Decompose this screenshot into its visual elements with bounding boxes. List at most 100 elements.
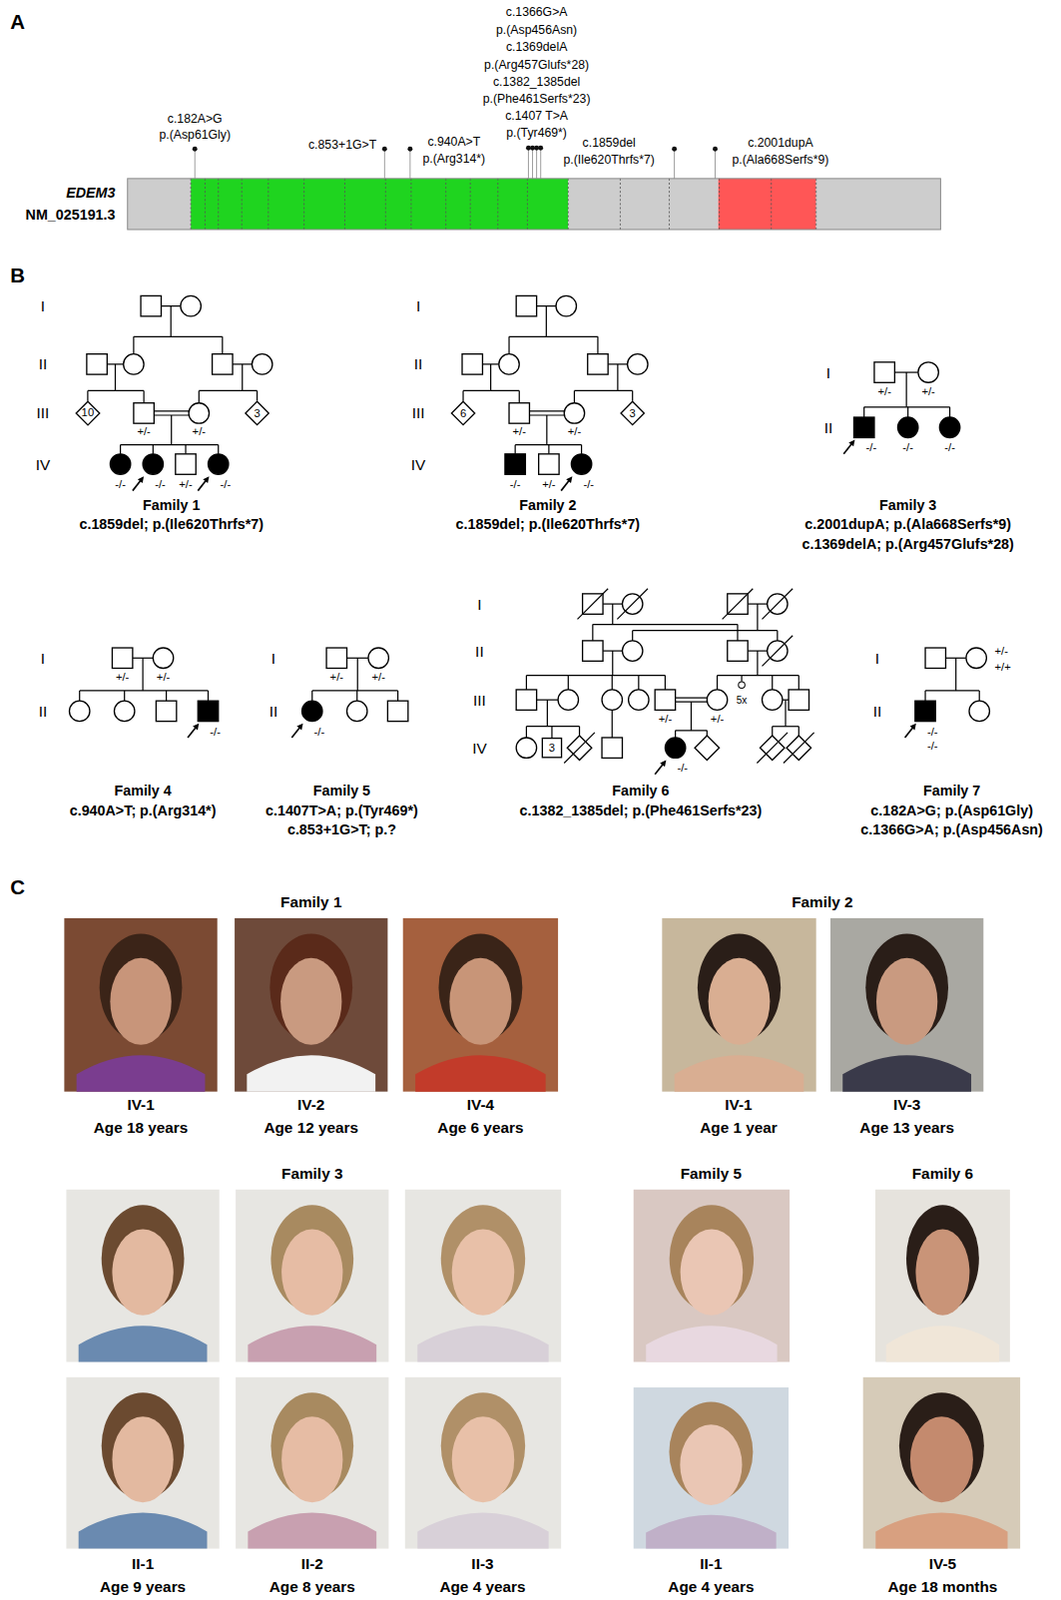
- pedigree-line: [756, 650, 758, 676]
- pedigree-line: [675, 697, 708, 699]
- photo-caption: Age 4 years: [439, 1578, 526, 1596]
- variant-dot: [671, 146, 677, 152]
- photo-placeholder: [405, 1189, 561, 1363]
- photo-background: [63, 918, 217, 1092]
- pedigree-line: [198, 390, 257, 392]
- transcript-id: NM_025191.3: [25, 205, 116, 222]
- proband-arrowhead: [565, 476, 572, 484]
- photo-face: [876, 958, 938, 1046]
- pedigree-line: [771, 726, 773, 736]
- genotype: +/-: [567, 425, 581, 439]
- pedigree-male: [874, 362, 895, 383]
- variant-label: p.(Asp456Asn): [496, 23, 577, 38]
- variant-label: p.(Phe461Serfs*23): [483, 92, 591, 107]
- proband-arrowhead: [910, 723, 917, 731]
- count-label: 3: [253, 407, 260, 419]
- pedigree-line: [611, 650, 613, 676]
- genotype: +/-: [178, 478, 192, 492]
- pedigree-line: [132, 336, 134, 354]
- exon-boundary: [217, 178, 219, 230]
- exon-boundary: [267, 178, 269, 230]
- variant-dot: [192, 146, 198, 152]
- pedigree-line: [546, 699, 548, 727]
- panel-letter: C: [9, 875, 25, 900]
- photo-background: [235, 1189, 389, 1363]
- generation-number: I: [271, 648, 276, 667]
- pedigree-line: [674, 730, 676, 738]
- gene-outline: [127, 178, 942, 230]
- pedigree-line: [256, 390, 258, 401]
- pedigree-line: [87, 390, 144, 392]
- pedigree-line: [637, 675, 639, 690]
- pedigree-male: [727, 640, 748, 661]
- proband-arrow: [654, 763, 664, 775]
- pedigree-female: [627, 354, 648, 375]
- pedigree-female: [628, 689, 649, 710]
- pedigree-line: [925, 689, 980, 691]
- pedigree-line: [508, 336, 510, 354]
- variant-stem: [539, 147, 541, 179]
- pedigree-male: [111, 647, 132, 668]
- family-caption: Family 3: [879, 497, 937, 514]
- pedigree-male: [853, 417, 874, 438]
- pedigree-female: [557, 689, 578, 710]
- pedigree-line: [123, 690, 125, 701]
- pedigree-line: [771, 675, 773, 690]
- genotype: +/-: [710, 712, 724, 726]
- pedigree-female: [113, 700, 134, 721]
- generation-number: II: [824, 418, 834, 437]
- pedigree-line: [979, 690, 981, 701]
- variant-label: c.1859del: [582, 136, 636, 151]
- family-heading: Family 6: [912, 1164, 974, 1183]
- count-label: 3: [629, 407, 636, 419]
- variant-label: c.1382_1385del: [493, 75, 580, 90]
- pedigree-line: [311, 690, 313, 701]
- pedigree-male: [788, 689, 809, 710]
- family-caption: c.1366G>A; p.(Asp456Asn): [860, 821, 1044, 838]
- pedigree-line: [550, 726, 552, 738]
- proband-arrow: [843, 443, 853, 455]
- pedigree-line: [611, 675, 613, 690]
- diamond-outline: [451, 401, 475, 425]
- photo-placeholder: [235, 1377, 389, 1550]
- pedigree-line: [864, 406, 951, 408]
- gene-model: [127, 145, 942, 230]
- photo-caption: II-1: [131, 1555, 154, 1574]
- pedigree-male: [140, 295, 161, 316]
- pedigree-male: [925, 647, 946, 668]
- proband-arrowhead: [137, 476, 144, 484]
- genotype: -/-: [314, 724, 326, 738]
- family-caption: c.1859del; p.(Ile620Thrfs*7): [78, 516, 264, 532]
- exon-boundary: [241, 178, 243, 230]
- pedigree-line: [690, 701, 692, 731]
- pedigree-female: [563, 403, 584, 424]
- variant-label: c.940A>T: [427, 135, 481, 150]
- pedigree-male: [133, 403, 154, 424]
- pedigree-line: [184, 445, 186, 455]
- exon-boundary: [770, 178, 772, 230]
- pedigree-line: [924, 690, 926, 701]
- pedigree-female: [347, 700, 368, 721]
- family-heading: Family 3: [281, 1164, 343, 1183]
- exon-boundary: [303, 178, 305, 230]
- variant-label: p.(Ile620Thrfs*7): [563, 152, 655, 167]
- pedigree-line: [906, 372, 908, 408]
- genotype: +/-: [156, 670, 170, 684]
- variant-label: c.1407 T>A: [505, 108, 568, 123]
- family-caption: c.2001dupA; p.(Ala668Serfs*9): [804, 516, 1012, 532]
- family-caption: c.1369delA; p.(Arg457Glufs*28): [801, 535, 1014, 552]
- pedigree-line: [241, 364, 243, 392]
- pedigree-line: [573, 390, 575, 403]
- exon-boundary: [204, 178, 206, 230]
- photo-shoulders: [417, 1325, 548, 1362]
- genotype: -/-: [510, 478, 522, 492]
- pedigree-line: [114, 364, 116, 392]
- photo-placeholder: [875, 1189, 1011, 1363]
- generation-number: I: [826, 363, 831, 382]
- pedigree-male: [582, 640, 603, 661]
- photo-shoulders: [247, 1512, 377, 1549]
- photo-background: [875, 1189, 1011, 1363]
- deceased-slash: [722, 588, 754, 620]
- pedigree-male: [505, 454, 526, 475]
- genotype: +/-: [330, 670, 344, 684]
